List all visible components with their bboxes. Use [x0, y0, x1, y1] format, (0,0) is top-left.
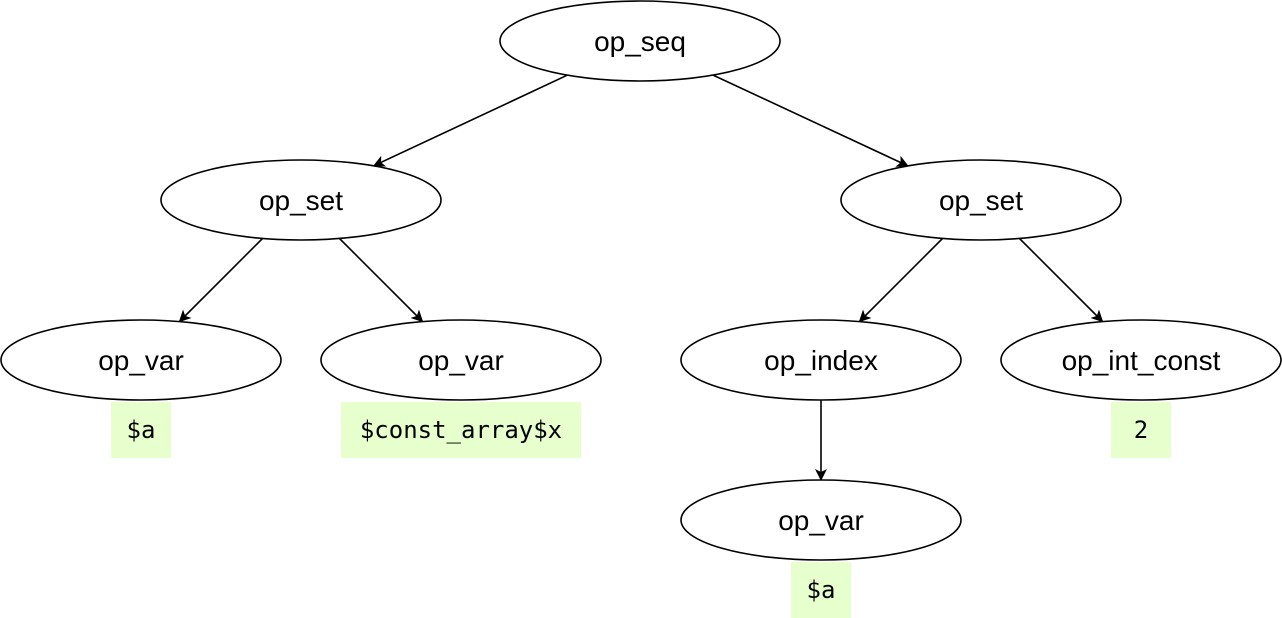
annotation-text: $const_array$x [360, 416, 562, 444]
node-label: op_index [764, 345, 878, 376]
tree-node-set2: op_set [840, 159, 1122, 241]
annotation-text: $a [807, 576, 836, 604]
annotation-var3: $a [791, 562, 851, 618]
edge-arrow [858, 237, 944, 323]
tree-node-set1: op_set [160, 159, 442, 241]
annotation-background [791, 562, 851, 618]
edge-arrow [712, 74, 909, 167]
node-ellipse [840, 159, 1122, 241]
node-ellipse [160, 159, 442, 241]
node-ellipse [0, 319, 282, 401]
node-label: op_int_const [1062, 345, 1221, 376]
tree-node-var1: op_var [0, 319, 282, 401]
annotation-intconst: 2 [1111, 402, 1171, 458]
node-ellipse [1000, 319, 1282, 401]
node-label: op_var [418, 345, 504, 376]
node-ellipse [499, 0, 781, 82]
node-label: op_var [98, 345, 184, 376]
tree-node-intconst: op_int_const [1000, 319, 1282, 401]
node-ellipse [680, 479, 962, 561]
edge-arrow [178, 237, 264, 323]
annotation-text: $a [127, 416, 156, 444]
node-label: op_set [259, 185, 343, 216]
annotation-text: 2 [1134, 416, 1148, 444]
edge-arrow [1018, 237, 1104, 323]
node-ellipse [680, 319, 962, 401]
tree-node-var2: op_var [320, 319, 602, 401]
edge-arrow [338, 237, 424, 323]
annotation-background [341, 402, 581, 458]
node-ellipse [320, 319, 602, 401]
annotation-var2: $const_array$x [341, 402, 581, 458]
node-label: op_seq [594, 26, 686, 57]
annotations-layer: $a $const_array$x 2 $a [111, 402, 1171, 618]
node-label: op_var [778, 505, 864, 536]
edges-layer [178, 74, 1104, 481]
tree-node-seq: op_seq [499, 0, 781, 82]
tree-node-index: op_index [680, 319, 962, 401]
node-label: op_set [939, 185, 1023, 216]
annotation-var1: $a [111, 402, 171, 458]
edge-arrow [372, 74, 568, 167]
tree-node-var3: op_var [680, 479, 962, 561]
annotation-background [111, 402, 171, 458]
annotation-background [1111, 402, 1171, 458]
